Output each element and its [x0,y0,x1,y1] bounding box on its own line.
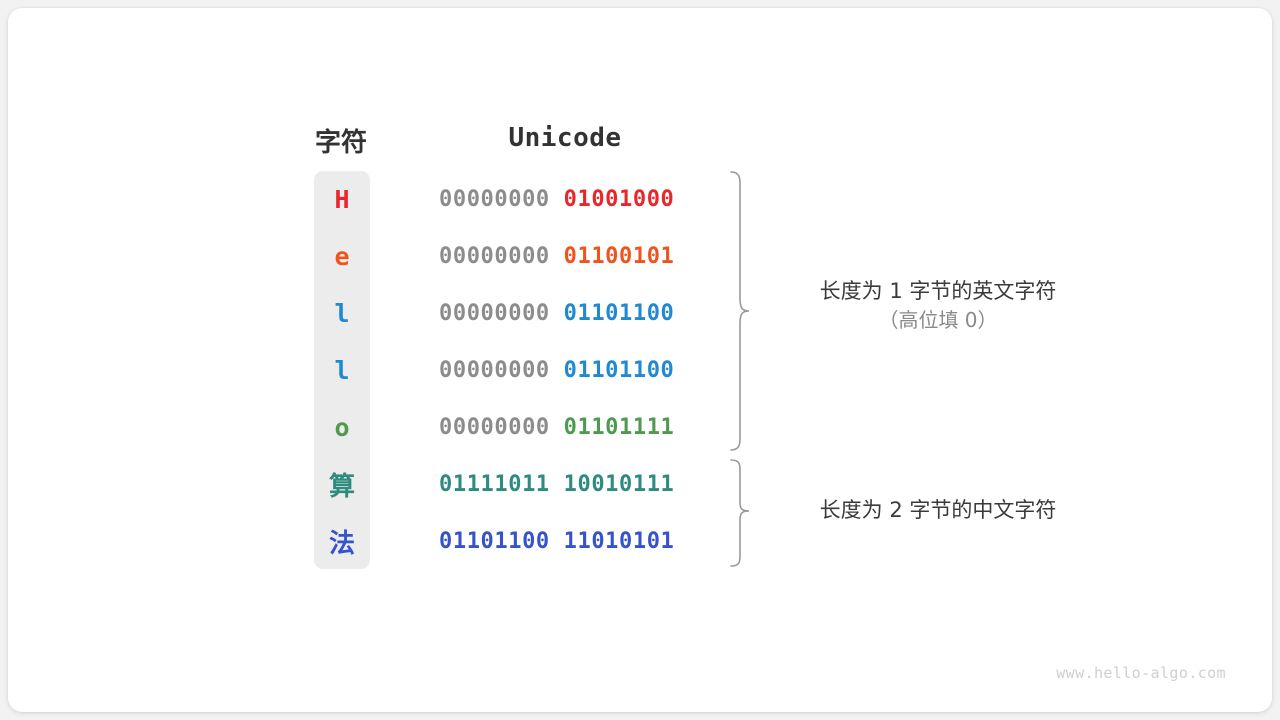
row-high-byte: 01101100 [439,529,550,554]
row-low-byte: 10010111 [563,472,675,497]
watermark: www.hello-algo.com [1056,664,1226,682]
row-character: l [334,356,350,385]
row-character: H [334,185,350,214]
annotation-one-byte: 长度为 1 字节的英文字符 （高位填 0） [766,276,1110,335]
row-low-byte: 01101100 [563,358,675,383]
byte-separator [550,301,564,326]
row-unicode-bits: 00000000 01101100 [439,342,674,399]
row-low-byte: 01101111 [563,415,675,440]
annotation-two-byte: 长度为 2 字节的中文字符 [766,495,1110,525]
byte-separator [550,187,564,212]
row-character: o [334,413,350,442]
byte-separator [550,529,564,554]
row-low-byte: 01101100 [563,301,675,326]
row-unicode-bits: 00000000 01101100 [439,285,674,342]
row-high-byte: 00000000 [439,415,550,440]
table-row: H 00000000 01001000 [8,171,1272,228]
table-row: l 00000000 01101100 [8,342,1272,399]
column-header-character: 字符 [314,128,367,158]
byte-separator [550,244,564,269]
row-high-byte: 01111011 [439,472,550,497]
row-character: e [334,242,350,271]
row-high-byte: 00000000 [439,301,550,326]
row-high-byte: 00000000 [439,358,550,383]
table-row: o 00000000 01101111 [8,399,1272,456]
row-character: 法 [328,529,355,559]
row-character: l [334,299,350,328]
diagram-card: 字符 Unicode H 00000000 01001000 e 00000000 0… [8,8,1272,712]
row-low-byte: 01100101 [563,244,675,269]
row-unicode-bits: 00000000 01101111 [439,399,674,456]
table-row: e 00000000 01100101 [8,228,1272,285]
brace-group-two-byte [730,459,750,567]
row-character: 算 [328,472,355,502]
row-low-byte: 01001000 [563,187,675,212]
brace-group-one-byte [730,171,750,451]
row-high-byte: 00000000 [439,244,550,269]
byte-separator [550,358,564,383]
row-unicode-bits: 01101100 11010101 [439,513,674,570]
annotation-one-byte-sub: （高位填 0） [878,308,998,333]
table-row: 法 01101100 11010101 [8,513,1272,570]
row-unicode-bits: 00000000 01001000 [439,171,674,228]
annotation-one-byte-main: 长度为 1 字节的英文字符 [819,279,1057,303]
character-column-panel [314,171,370,569]
byte-separator [550,472,564,497]
column-header-unicode: Unicode [508,123,622,153]
table-row: 算 01111011 10010111 [8,456,1272,513]
unicode-table-rows: H 00000000 01001000 e 00000000 01100101 l 000… [8,171,1272,570]
row-low-byte: 11010101 [563,529,675,554]
annotation-two-byte-main: 长度为 2 字节的中文字符 [819,498,1057,522]
byte-separator [550,415,564,440]
table-row: l 00000000 01101100 [8,285,1272,342]
row-high-byte: 00000000 [439,187,550,212]
row-unicode-bits: 00000000 01100101 [439,228,674,285]
row-unicode-bits: 01111011 10010111 [439,456,674,513]
